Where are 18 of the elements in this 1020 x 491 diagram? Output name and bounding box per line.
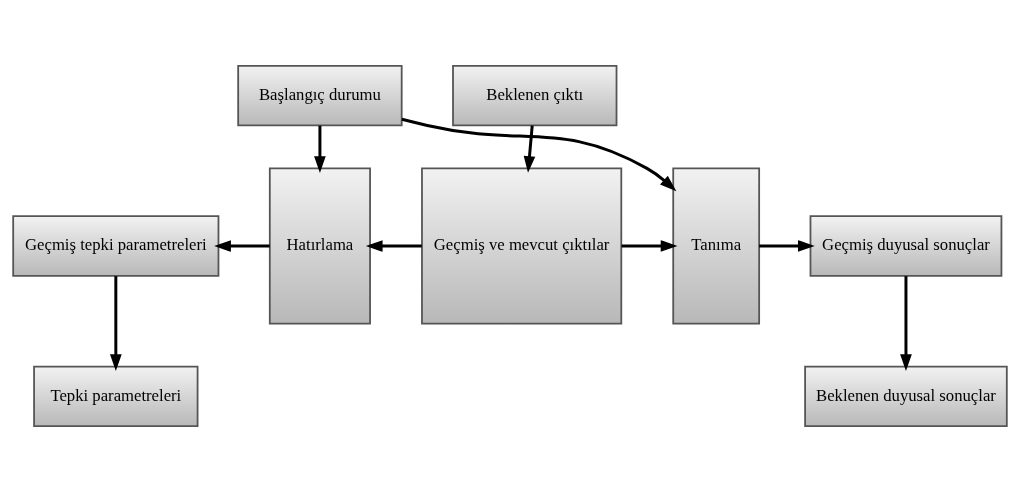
node-box: Beklenen çıktı (452, 64, 618, 126)
node-box: Tepki parametreleri (33, 365, 199, 427)
arrow (109, 275, 122, 371)
arrow (314, 125, 326, 173)
node-box: Geçmiş tepki parametreleri (12, 214, 220, 277)
arrow (621, 239, 678, 252)
arrow (759, 239, 815, 252)
node-box: Başlangıç durumu (237, 64, 403, 126)
arrow (365, 239, 422, 252)
node-box: Geçmiş duyusal sonuçlar (809, 214, 1003, 277)
arrow (214, 239, 270, 252)
arrow (523, 125, 536, 173)
arrow (401, 117, 677, 191)
node-box: Hatırlama (268, 167, 371, 324)
node-box: Geçmiş ve mevcut çıktılar (421, 167, 623, 324)
arrow (900, 275, 912, 371)
node-box: Beklenen duyusal sonuçlar (804, 365, 1008, 427)
node-box: Tanıma (672, 167, 761, 324)
